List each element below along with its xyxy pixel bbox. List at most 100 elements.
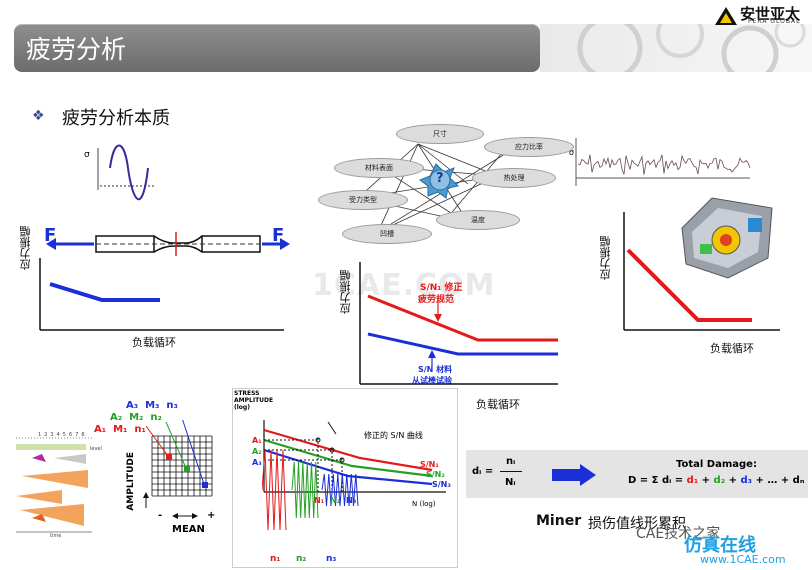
n3-cap-label: N₃ <box>346 496 357 505</box>
total-damage-title: Total Damage: <box>676 459 757 470</box>
title-bar <box>14 24 540 72</box>
tick: 3 <box>50 432 57 438</box>
miner-label: Miner <box>536 513 582 529</box>
mean-label: MEAN <box>172 524 205 535</box>
factor-heat-treatment: 热处理 <box>472 168 556 188</box>
rainflow-matrix <box>143 420 213 519</box>
sn-curve-corrected <box>367 294 558 342</box>
label-n1: n₁ <box>134 424 146 435</box>
watermark-url: www.1CAE.com <box>700 553 786 566</box>
factor-size: 尺寸 <box>396 124 484 144</box>
force-label-left: F <box>44 225 57 246</box>
left-figure <box>39 144 290 331</box>
tick: 6 <box>68 432 76 438</box>
tick: 7 <box>75 432 82 438</box>
modified-sn-panel <box>232 388 458 568</box>
bullet-icon: ❖ <box>32 108 45 124</box>
watermark-cae-home: CAE技术之家 <box>636 526 721 542</box>
label-row1: A₁ M₁ n₁ <box>94 424 146 435</box>
sn-curve-right <box>626 248 752 322</box>
left-y-axis-label: 应力振幅 <box>19 226 32 270</box>
tick: 8 <box>81 432 88 438</box>
factor-stress-ratio: 应力比率 <box>484 137 574 157</box>
damage-panel <box>466 450 808 498</box>
factor-surface: 材料表面 <box>334 158 424 178</box>
label-a3: A₃ <box>126 400 139 411</box>
label-m3: M₃ <box>145 400 160 411</box>
logo-text: 安世亚太 <box>740 5 801 23</box>
total-damage-formula: D = Σ dᵢ = d₁ + d₂ + d₃ + … + dₙ <box>628 475 804 486</box>
cycle-n1: n₁ <box>270 554 281 564</box>
right-x-axis-label: 负载循环 <box>710 342 754 355</box>
center-x-axis-label: 负载循环 <box>476 398 520 411</box>
n2-cap-label: N₂ <box>330 496 341 505</box>
tick: 2 <box>44 432 51 438</box>
n1-cap-label: N₁ <box>314 496 325 505</box>
series-sn2: S/N₂ <box>426 470 445 479</box>
label-m1: M₁ <box>113 424 128 435</box>
sn-curve-left <box>49 282 160 302</box>
a1-label: A₁ <box>252 436 262 445</box>
di-label: dᵢ = <box>472 466 494 477</box>
series-sn3: S/N₃ <box>432 480 451 489</box>
cycle-waves <box>262 449 359 531</box>
stress-amp-label: STRESS AMPLITUDE (log) <box>234 390 273 411</box>
fraction-bar <box>500 471 522 472</box>
load-signal <box>575 138 751 186</box>
formula-d1: d₁ <box>686 475 699 486</box>
ni-label: nᵢ <box>506 456 516 467</box>
mean-minus: - <box>158 510 163 521</box>
tick: 4 <box>56 432 63 438</box>
label-a1: A₁ <box>94 424 107 435</box>
a3-label: A₃ <box>252 458 262 467</box>
sigma-label-left: σ <box>84 150 90 160</box>
cycle-n2: n₂ <box>296 554 307 564</box>
left-x-axis-label: 负载循环 <box>132 336 176 349</box>
logo-icon <box>715 7 737 25</box>
gears-banner <box>540 24 812 72</box>
ni-cap-label: Nᵢ <box>505 477 516 488</box>
modified-sn-title: 修正的 S/N 曲线 <box>364 431 423 440</box>
rainflow-histogram <box>12 430 98 540</box>
rainflow-ticks: 12345678 <box>38 432 88 438</box>
series-sn1: S/N₁ <box>420 460 439 469</box>
logo-subtext: PERA GLOBAL <box>748 18 801 25</box>
watermark-1cae: 1CAE.COM <box>312 268 496 303</box>
center-y-axis-label: 应力振幅 <box>339 270 352 314</box>
tick: 5 <box>62 432 69 438</box>
label-row2: A₂ M₂ n₂ <box>110 412 162 423</box>
label-m2: M₂ <box>129 412 144 423</box>
miner-rule-label: 损伤值线形累积 <box>588 516 686 532</box>
factor-notch: 凹槽 <box>342 224 432 244</box>
section-subtitle: 疲劳分析本质 <box>62 108 170 129</box>
engine-block-image <box>681 197 773 279</box>
formula-suffix: + … + dₙ <box>751 475 805 486</box>
n-log-label: N (log) <box>412 500 436 508</box>
cycle-n3: n₃ <box>326 554 337 564</box>
center-sn-chart <box>359 262 558 385</box>
material-label-1: S/N 材料 <box>418 365 453 374</box>
log-label: (log) <box>234 404 250 411</box>
stress-label: STRESS <box>234 390 260 397</box>
material-label-2: 从试棒试验 <box>412 376 452 385</box>
question-mark: ? <box>436 171 444 186</box>
time-label: time <box>50 533 62 539</box>
right-y-axis-label: 应力振幅 <box>599 236 612 280</box>
label-row3: A₃ M₃ n₃ <box>126 400 178 411</box>
level-label: level <box>90 446 102 452</box>
watermark-simulation: 仿真在线 <box>684 535 756 556</box>
force-label-right: F <box>272 225 285 246</box>
label-n2: n₂ <box>150 412 162 423</box>
page-title: 疲劳分析 <box>26 35 127 64</box>
formula-d2: d₂ <box>713 475 726 486</box>
corrected-label-1: S/N₁ 修正 <box>420 283 463 293</box>
tick: 1 <box>38 432 45 438</box>
sigma-label-right: σ <box>569 148 575 157</box>
right-sn-chart <box>623 212 780 331</box>
formula-prefix: D = Σ dᵢ = <box>628 475 687 486</box>
corrected-label-2: 疲劳规范 <box>418 295 455 305</box>
sine-curve <box>109 144 149 201</box>
sn-curve-material <box>367 332 558 356</box>
factor-temperature: 温度 <box>436 210 520 230</box>
modified-sn-chart <box>263 420 446 493</box>
